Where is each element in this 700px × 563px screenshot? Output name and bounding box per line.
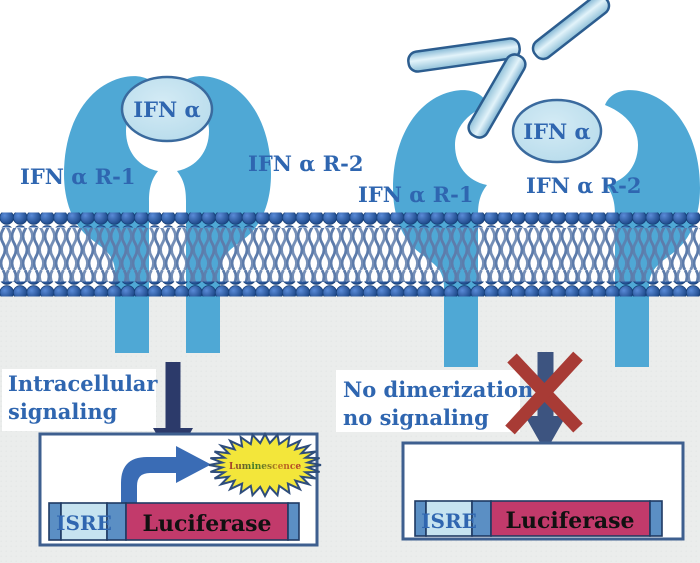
isre-label-left: ISRE — [56, 511, 112, 535]
lipid-heads-top — [0, 212, 700, 228]
cross-icon — [505, 351, 583, 435]
reporter-construct-left — [48, 502, 300, 541]
ifnar1-label-right: IFN α R-1 — [358, 182, 474, 207]
ifnar1-label-left: IFN α R-1 — [20, 164, 136, 189]
antibody — [407, 0, 611, 139]
reporter-construct-right — [414, 500, 663, 537]
cell-membrane — [0, 212, 700, 297]
lipid-heads-bottom — [0, 281, 700, 297]
linker-segment — [649, 500, 663, 537]
luciferase-segment — [125, 502, 289, 541]
ifnar2-label-left: IFN α R-2 — [248, 151, 364, 176]
ifn-alpha-ligand-right — [511, 98, 603, 164]
ifnar2-label-right: IFN α R-2 — [526, 173, 642, 198]
antibody-right-arm — [531, 0, 611, 61]
isre-segment — [425, 500, 473, 537]
ifn-alpha-label-right: IFN α — [523, 119, 590, 144]
luminescence-starburst — [208, 431, 322, 499]
antibody-stem — [467, 53, 527, 139]
ifn-alpha-label-left: IFN α — [133, 97, 200, 122]
antibody-left-arm — [407, 37, 521, 73]
linker-segment — [287, 502, 300, 541]
luciferase-label-left: Luciferase — [143, 511, 272, 537]
luminescence-label: Luminescence — [229, 462, 301, 472]
luciferase-label-right: Luciferase — [506, 508, 635, 534]
reporter-box-right: ISRE Luciferase — [401, 441, 685, 541]
left-caption-background — [2, 369, 156, 431]
no-dimerization-line2: no signaling — [343, 405, 489, 430]
reporter-box-left: Luminescence ISRE Luciferase — [38, 431, 322, 547]
lipid-tails — [0, 228, 700, 282]
right-caption-background — [336, 370, 520, 432]
intracellular-signaling-line1: Intracellular — [8, 371, 158, 396]
ifn-alpha-ligand-left — [120, 75, 214, 143]
no-dimerization-line1: No dimerization, — [343, 377, 541, 402]
intracellular-signaling-line2: signaling — [8, 399, 118, 424]
transcription-arrow — [121, 446, 211, 540]
isre-label-right: ISRE — [421, 509, 477, 533]
